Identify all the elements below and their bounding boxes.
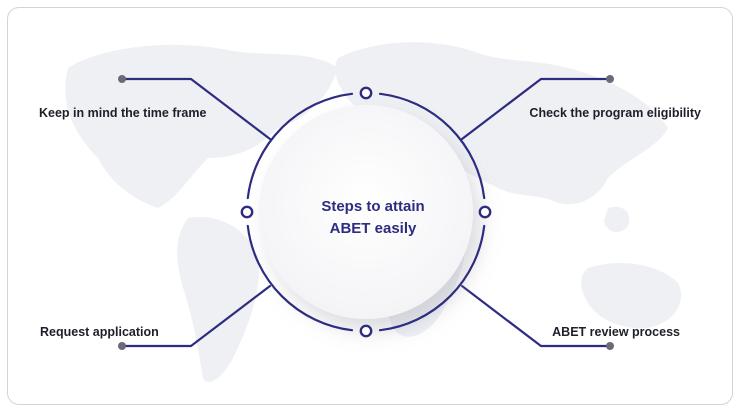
center-title-line-1: Steps to attain: [321, 198, 425, 215]
end-dot-top-right: [606, 75, 614, 83]
center-ring: [246, 92, 486, 332]
ring-node-right: [478, 205, 492, 219]
connector-lines: [120, 77, 612, 348]
connector-bottom-right: [460, 284, 612, 348]
connector-top-right: [460, 77, 612, 141]
ring-node-left: [240, 205, 254, 219]
step-label-bottom-left: Request application: [40, 325, 159, 339]
connector-bottom-left: [120, 284, 272, 348]
end-dot-top-left: [118, 75, 126, 83]
connector-top-left: [120, 77, 272, 141]
end-dot-bottom-left: [118, 342, 126, 350]
diagram-canvas: [65, 42, 682, 382]
center-title-line-2: ABET easily: [329, 220, 417, 237]
end-dots: [118, 75, 614, 350]
ring-node-top: [359, 86, 373, 100]
ring-node-bottom: [359, 324, 373, 338]
center-title: Steps to attain ABET easily: [273, 196, 473, 240]
center-circle: [259, 105, 473, 319]
diagram-card: Steps to attain ABET easily Keep in mind…: [7, 7, 733, 405]
step-label-top-right: Check the program eligibility: [529, 106, 701, 120]
step-label-top-left: Keep in mind the time frame: [39, 106, 207, 120]
ring-nodes: [240, 86, 492, 338]
step-label-bottom-right: ABET review process: [552, 325, 680, 339]
end-dot-bottom-right: [606, 342, 614, 350]
